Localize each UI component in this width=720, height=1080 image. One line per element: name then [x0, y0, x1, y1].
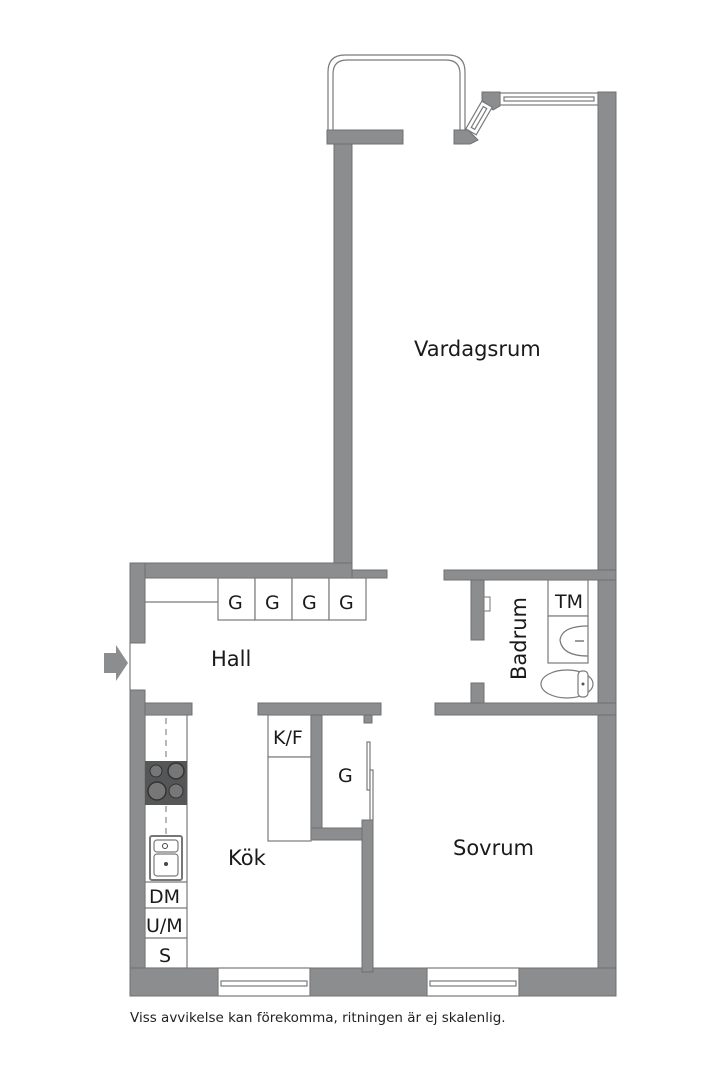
entrance-arrow-icon	[104, 645, 128, 681]
room-label-hall: Hall	[211, 647, 251, 671]
fridge-freezer-label: K/F	[273, 727, 303, 749]
windows	[217, 92, 599, 997]
room-label-vardagsrum: Vardagsrum	[414, 337, 541, 361]
wardrobe-label: G	[228, 592, 243, 614]
room-label-badrum: Badrum	[507, 597, 531, 680]
room-label-kok: Kök	[228, 846, 267, 870]
dishwasher-label: DM	[149, 886, 180, 908]
balcony	[327, 54, 466, 130]
closet-label: G	[338, 765, 353, 787]
walls	[129, 91, 617, 997]
wardrobe-label: G	[265, 592, 280, 614]
kitchen-counter	[144, 714, 188, 969]
cabinet-label: S	[159, 945, 171, 967]
bathroom-fixtures	[483, 579, 594, 699]
hall-wardrobes	[145, 577, 367, 621]
washing-machine-label: TM	[554, 591, 583, 613]
room-label-sovrum: Sovrum	[453, 836, 534, 860]
wardrobe-label: G	[302, 592, 317, 614]
disclaimer-text: Viss avvikelse kan förekomma, ritningen …	[130, 1010, 506, 1026]
oven-micro-label: U/M	[146, 915, 183, 937]
wardrobe-label: G	[339, 592, 354, 614]
sink-icon	[149, 835, 183, 881]
